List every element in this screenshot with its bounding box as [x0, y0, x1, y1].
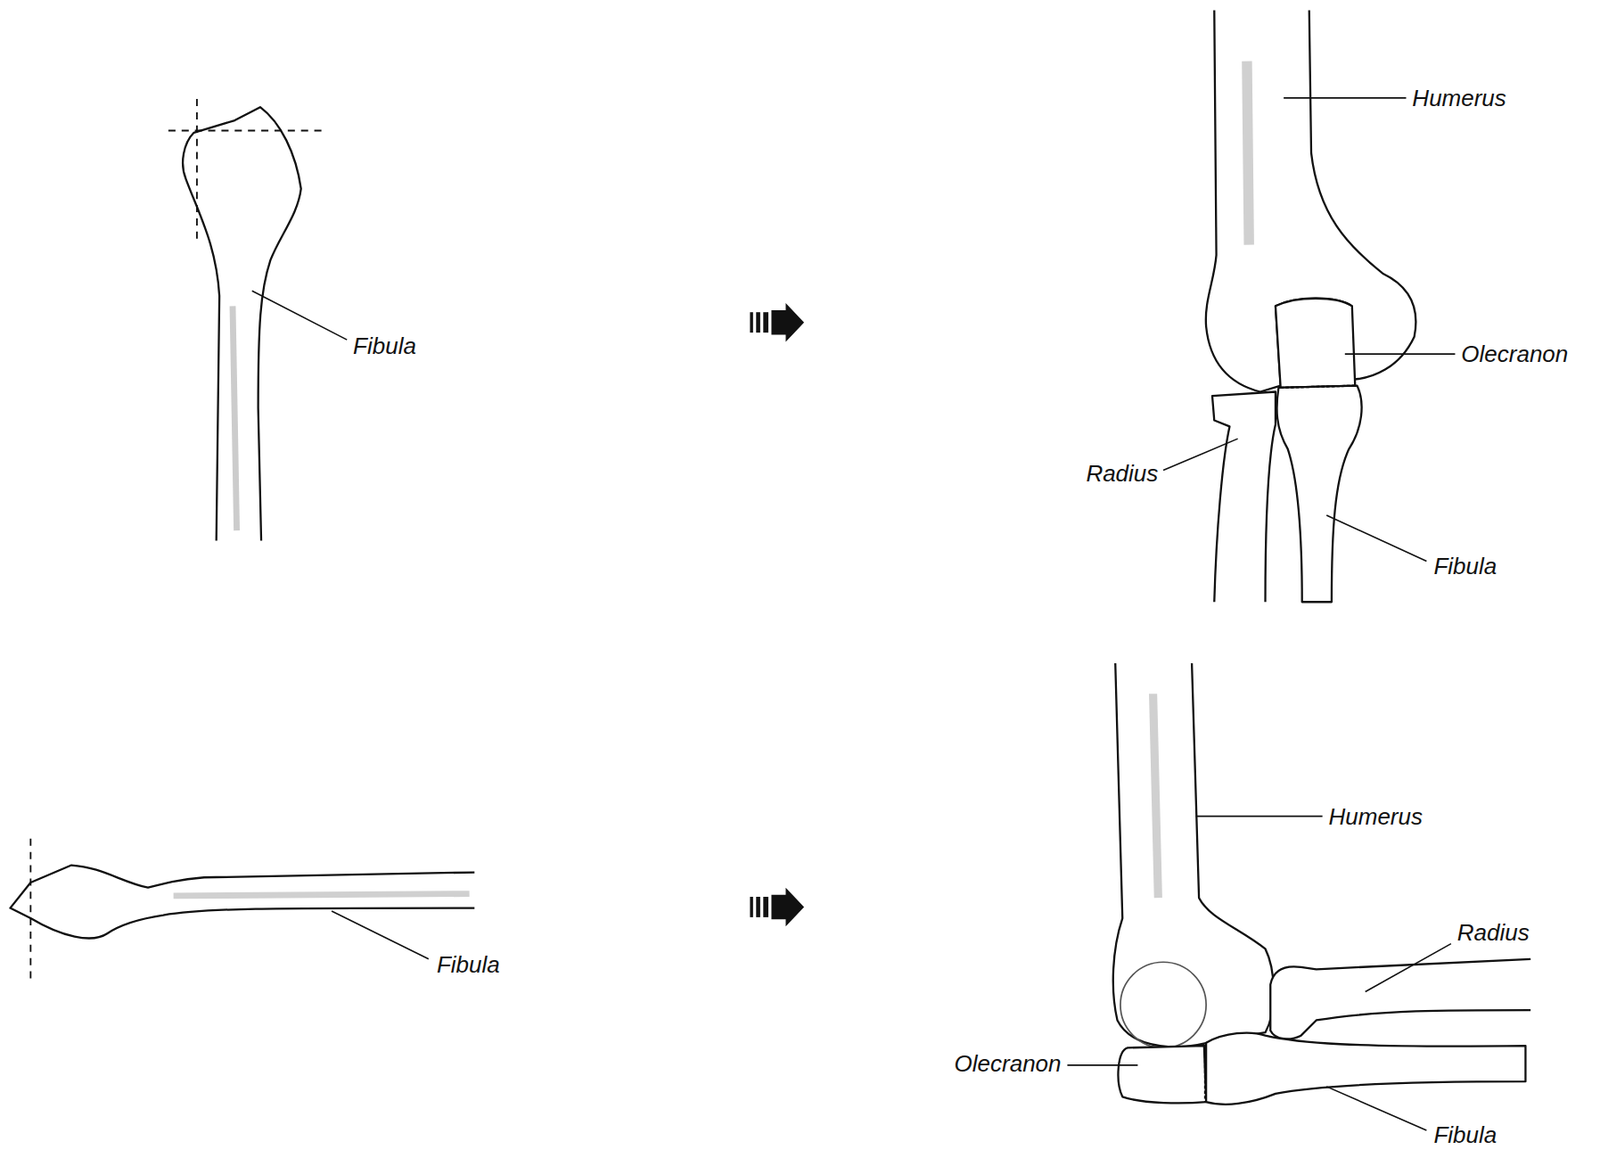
- radius-bone: [1270, 959, 1531, 1040]
- leader-line: [1066, 1064, 1138, 1067]
- leader-line: [1326, 515, 1427, 562]
- part-label: Olecranon: [954, 1050, 1062, 1077]
- part-label: Radius: [1085, 460, 1158, 487]
- humerus-condyle: [1120, 961, 1207, 1048]
- fibula-bone: [1276, 385, 1362, 603]
- cut-line: [168, 130, 327, 132]
- leader-line: [1196, 815, 1323, 818]
- fibula-bone: [9, 865, 475, 939]
- humerus-bone: [1113, 663, 1274, 1047]
- bone-shading: [232, 305, 238, 531]
- leader-line: [252, 290, 347, 340]
- fibula-bone: [1206, 1033, 1526, 1105]
- joint-line: [1204, 1044, 1207, 1102]
- arrow-symbol: [749, 303, 805, 342]
- part-label: Fibula: [352, 333, 417, 360]
- part-label: Fibula: [436, 951, 501, 978]
- arrow-symbol: [749, 887, 805, 927]
- olecranon-bone: [1275, 298, 1355, 388]
- part-label: Fibula: [1433, 1122, 1497, 1149]
- bone-shading: [173, 894, 470, 896]
- leader-line: [1365, 943, 1452, 993]
- leader-line: [1163, 438, 1239, 470]
- leader-line: [1326, 1086, 1427, 1131]
- olecranon-bone: [1118, 1045, 1207, 1103]
- humerus-bone: [1206, 9, 1417, 392]
- leader-line: [1345, 352, 1456, 355]
- joint-line: [1280, 385, 1356, 388]
- part-label: Humerus: [1411, 85, 1506, 112]
- cut-line: [29, 838, 32, 982]
- part-label: Fibula: [1433, 553, 1497, 580]
- part-label: Olecranon: [1460, 341, 1568, 368]
- part-label: Radius: [1457, 919, 1530, 946]
- bone-shading: [1247, 61, 1249, 246]
- bone-shading: [1153, 693, 1159, 898]
- fibula-bone: [182, 106, 302, 541]
- radius-bone: [1212, 391, 1276, 602]
- part-label: Humerus: [1328, 804, 1422, 830]
- leader-line: [331, 910, 429, 960]
- cut-line: [196, 98, 198, 243]
- leader-line: [1283, 97, 1406, 99]
